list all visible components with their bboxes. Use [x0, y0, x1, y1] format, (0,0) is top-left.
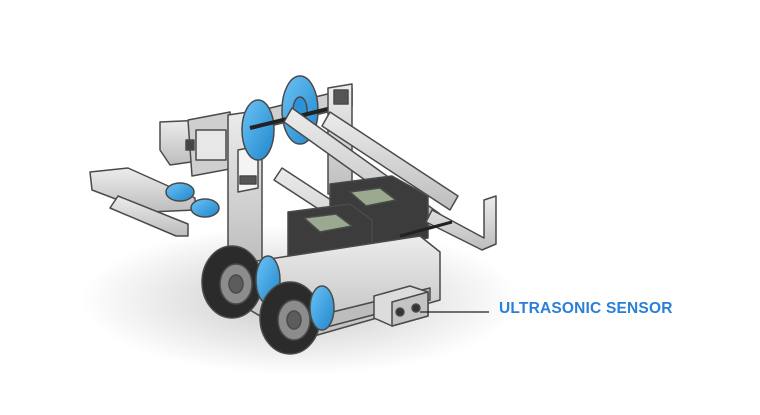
- left-gripper: [89, 119, 220, 237]
- ultrasonic-sensor: [373, 285, 429, 327]
- right-gripper: [399, 195, 497, 251]
- sensor-eye-icon: [411, 303, 421, 313]
- robot-illustration: [89, 75, 497, 355]
- sensor-eye-icon: [395, 307, 405, 317]
- callout-label-ultrasonic-sensor: ULTRASONIC SENSOR: [499, 300, 673, 317]
- wheels: [201, 245, 335, 355]
